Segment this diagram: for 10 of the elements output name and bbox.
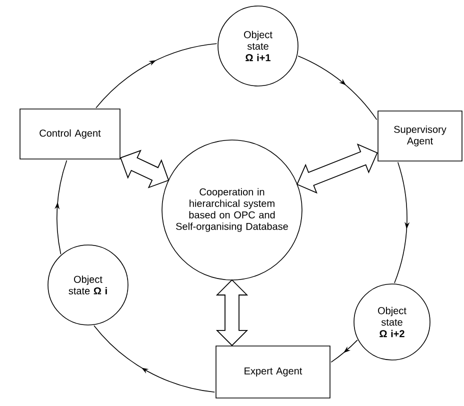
arrow xyxy=(54,160,68,255)
agent-box: Supervisory Agent xyxy=(378,110,462,162)
arrow xyxy=(298,56,378,120)
agent-box: Control Agent xyxy=(20,108,120,160)
arrow xyxy=(394,162,410,284)
block-arrow xyxy=(296,144,378,194)
agent-box: Expert Agent xyxy=(216,346,330,398)
arrow xyxy=(94,325,216,393)
arrow xyxy=(330,340,358,363)
arrow xyxy=(96,43,218,108)
